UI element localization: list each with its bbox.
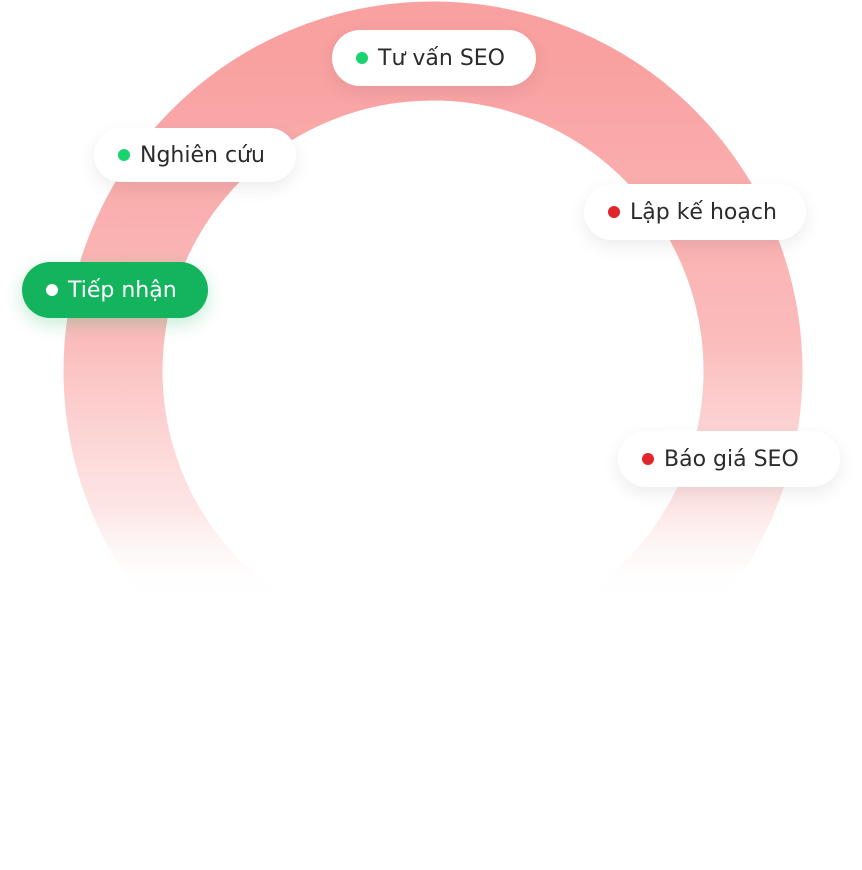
step-label: Tư vấn SEO [378, 45, 505, 71]
status-dot-icon [642, 453, 654, 465]
step-lap-ke-hoach[interactable]: Lập kế hoạch [584, 184, 806, 240]
step-tu-van-seo[interactable]: Tư vấn SEO [332, 30, 536, 86]
status-dot-icon [608, 206, 620, 218]
step-tiep-nhan[interactable]: Tiếp nhận [22, 262, 208, 318]
status-dot-icon [118, 149, 130, 161]
step-bao-gia-seo[interactable]: Báo giá SEO [618, 431, 840, 487]
status-dot-icon [356, 52, 368, 64]
step-label: Tiếp nhận [68, 277, 177, 303]
step-nghien-cuu[interactable]: Nghiên cứu [94, 128, 296, 182]
step-label: Báo giá SEO [664, 446, 799, 472]
step-label: Lập kế hoạch [630, 199, 777, 225]
status-dot-icon [46, 284, 58, 296]
step-label: Nghiên cứu [140, 142, 265, 168]
